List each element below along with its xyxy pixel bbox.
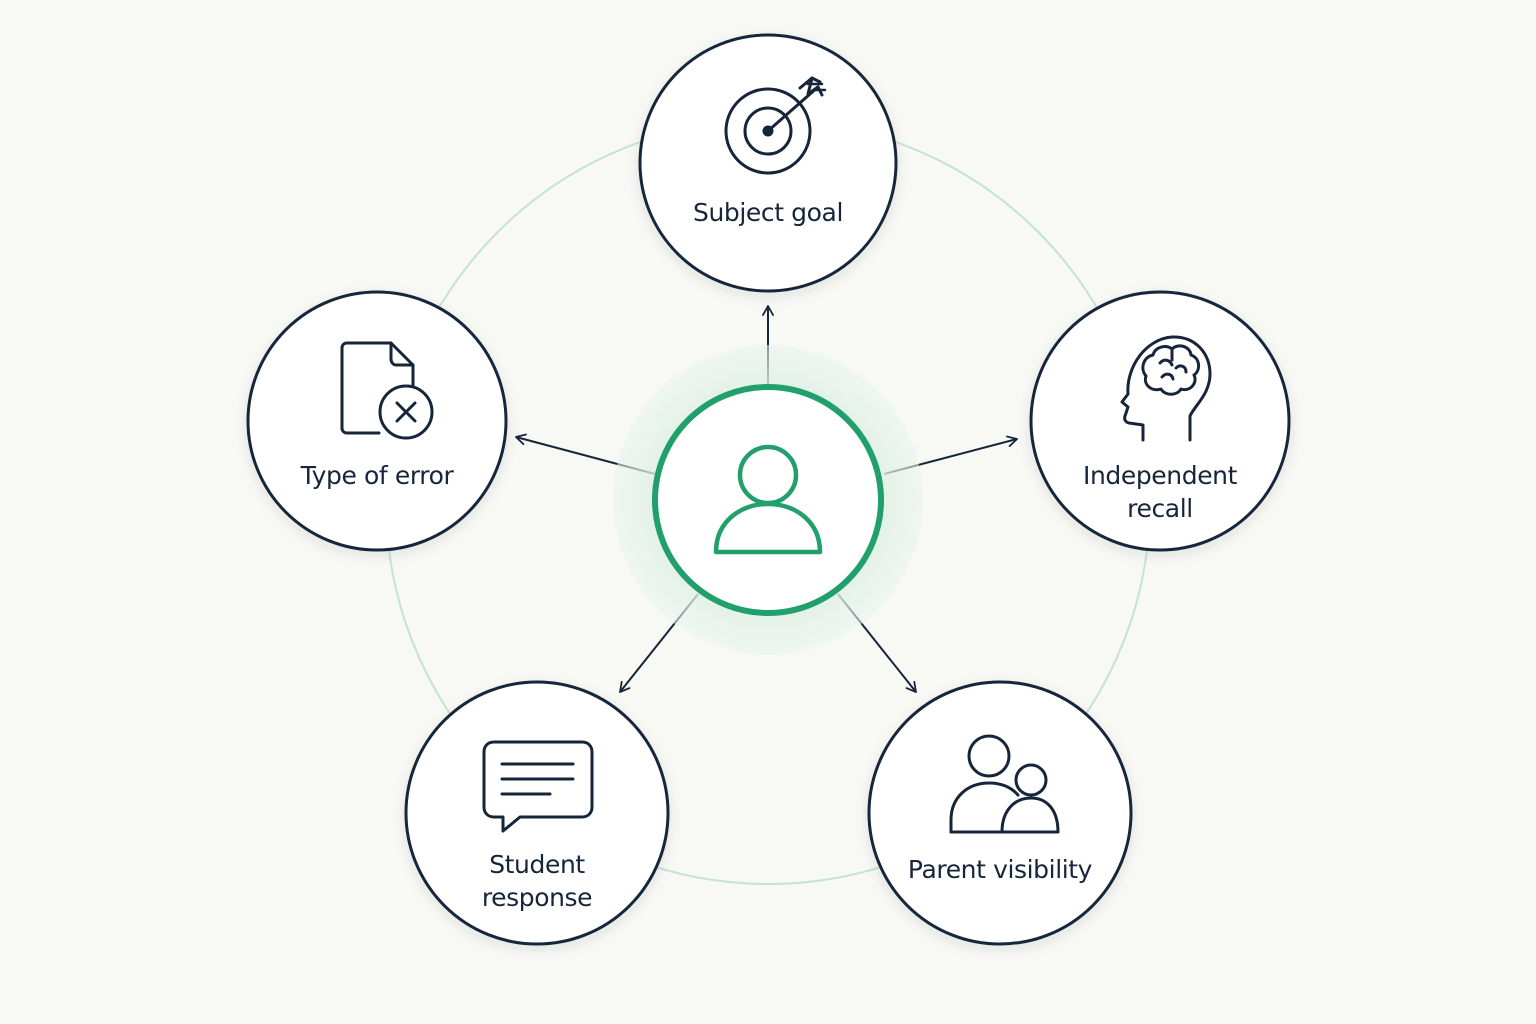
target-arrow-icon — [724, 76, 827, 175]
two-people-icon — [949, 734, 1060, 834]
label-independent-recall-line2: recall — [1127, 494, 1193, 523]
node-subject-goal — [638, 33, 898, 293]
node-parent-visibility — [867, 680, 1133, 946]
label-type-of-error-line1: Type of error — [300, 461, 454, 490]
label-parent-visibility: Parent visibility — [890, 853, 1110, 886]
label-student-response: Student response — [427, 848, 647, 914]
label-student-response-line1: Student — [489, 850, 585, 879]
node-type-of-error — [246, 290, 508, 552]
label-parent-visibility-line1: Parent visibility — [907, 855, 1093, 884]
label-independent-recall-line1: Independent — [1082, 461, 1238, 490]
document-x-icon — [340, 341, 434, 440]
label-type-of-error: Type of error — [267, 459, 487, 492]
center-hub — [652, 384, 884, 616]
node-circles — [246, 33, 1291, 946]
chat-bubble-icon — [482, 740, 594, 833]
label-independent-recall: Independent recall — [1050, 459, 1270, 525]
person-icon — [713, 444, 823, 555]
node-independent-recall — [1029, 290, 1291, 552]
node-student-response — [404, 680, 670, 946]
label-subject-goal: Subject goal — [658, 196, 878, 229]
label-subject-goal-line1: Subject goal — [692, 198, 844, 227]
label-student-response-line2: response — [481, 883, 593, 912]
head-brain-icon — [1120, 335, 1212, 442]
